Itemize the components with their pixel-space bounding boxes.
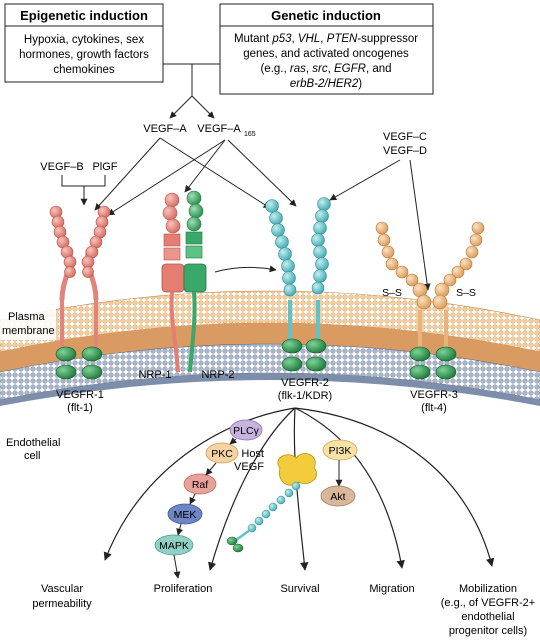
host-vegf-label-1: Host (241, 448, 264, 460)
plasma-membrane (0, 290, 540, 406)
svg-text:PKC: PKC (211, 448, 233, 460)
outcome-mobilization-line-2: (e.g., of VEGFR-2+ (441, 597, 535, 609)
outcome-proliferation: Proliferation (154, 583, 213, 595)
vegfr-3-alias: (flt-4) (421, 402, 447, 414)
raf-node: Raf (183, 473, 217, 495)
plgf-label: PlGF (92, 161, 117, 173)
vegf-b-label: VEGF–B (40, 161, 83, 173)
outcome-mobilization-line-3: endothelial (461, 611, 514, 623)
vegfr-1-alias: (flt-1) (67, 402, 93, 414)
svg-text:Plasma: Plasma (8, 311, 46, 323)
endothelial-cell-line-1: Endothelial (6, 437, 60, 449)
host-vegf-label-2: VEGF (234, 461, 264, 473)
epigenetic-line-3: chemokines (53, 64, 115, 76)
pkc-node: PKC (205, 442, 239, 464)
plc-gamma-node: PLCγ (229, 419, 263, 441)
plasma-membrane-label: Plasma membrane (0, 306, 56, 340)
vegfr-3-name: VEGFR-3 (410, 389, 458, 401)
outcome-mobilization-line-1: Mobilization (459, 583, 517, 595)
akt-node: Akt (320, 485, 356, 507)
genetic-line-1: Mutant p53, VHL, PTEN-suppressor (234, 33, 418, 45)
genetic-title: Genetic induction (271, 8, 381, 23)
nrp-1-coreceptor (161, 192, 185, 373)
vegfr-3-ss-right: S–S (456, 287, 476, 299)
svg-text:PLCγ: PLCγ (233, 425, 259, 437)
outcome-vascular-line-2: permeability (32, 598, 92, 610)
svg-text:membrane: membrane (2, 325, 55, 337)
nrp-1-label: NRP-1 (138, 369, 171, 381)
induction-connectors (163, 63, 220, 119)
endothelial-cell-line-2: cell (24, 450, 41, 462)
ligand-arrows (61, 137, 431, 291)
outcome-vascular-line-1: Vascular (41, 583, 83, 595)
mapk-node: MAPK (154, 534, 194, 556)
svg-text:165: 165 (244, 131, 256, 138)
vegfr-1-name: VEGFR-1 (56, 389, 104, 401)
vegfr-3-ss-left: S–S (382, 287, 402, 299)
epigenetic-title: Epigenetic induction (20, 8, 148, 23)
epigenetic-line-2: hormones, growth factors (19, 49, 149, 61)
vegf-a-label: VEGF–A (143, 123, 187, 135)
svg-text:MAPK: MAPK (159, 540, 189, 552)
vegf-d-label: VEGF–D (383, 145, 427, 157)
svg-text:VEGF–A: VEGF–A (197, 123, 241, 135)
genetic-line-4: erbB-2/HER2) (290, 78, 362, 90)
cascade-arrows (173, 437, 343, 579)
svg-text:Akt: Akt (330, 491, 345, 503)
vegfr-2-alias: (flk-1/KDR) (278, 390, 332, 402)
genetic-line-2: genes, and activated oncogenes (243, 48, 409, 60)
vegfr-2-name: VEGFR-2 (281, 377, 329, 389)
svg-text:Raf: Raf (192, 479, 208, 491)
genetic-line-3: (e.g., ras, src, EGFR, and (260, 63, 391, 75)
nrp-2-label: NRP-2 (201, 369, 234, 381)
outcome-survival: Survival (280, 583, 319, 595)
epigenetic-line-1: Hypoxia, cytokines, sex (24, 34, 144, 46)
nrp-2-coreceptor (183, 190, 207, 373)
vegfr-1-receptor (49, 205, 111, 380)
vegf-a165-label: VEGF–A 165 (197, 123, 255, 138)
vegf-c-label: VEGF–C (383, 131, 427, 143)
svg-text:PI3K: PI3K (329, 445, 352, 457)
epigenetic-induction-box: Epigenetic induction Hypoxia, cytokines,… (4, 3, 164, 83)
host-vegf-molecule (226, 453, 317, 553)
pi3k-node: PI3K (322, 439, 358, 461)
mek-node: MEK (167, 503, 203, 525)
vegfr-2-receptor (265, 197, 331, 372)
outcome-mobilization-line-4: progenitor cells) (449, 625, 527, 637)
vegfr-3-receptor (375, 221, 485, 380)
svg-text:MEK: MEK (174, 509, 197, 521)
outcome-migration: Migration (369, 583, 414, 595)
genetic-induction-box: Genetic induction Mutant p53, VHL, PTEN-… (219, 3, 434, 95)
